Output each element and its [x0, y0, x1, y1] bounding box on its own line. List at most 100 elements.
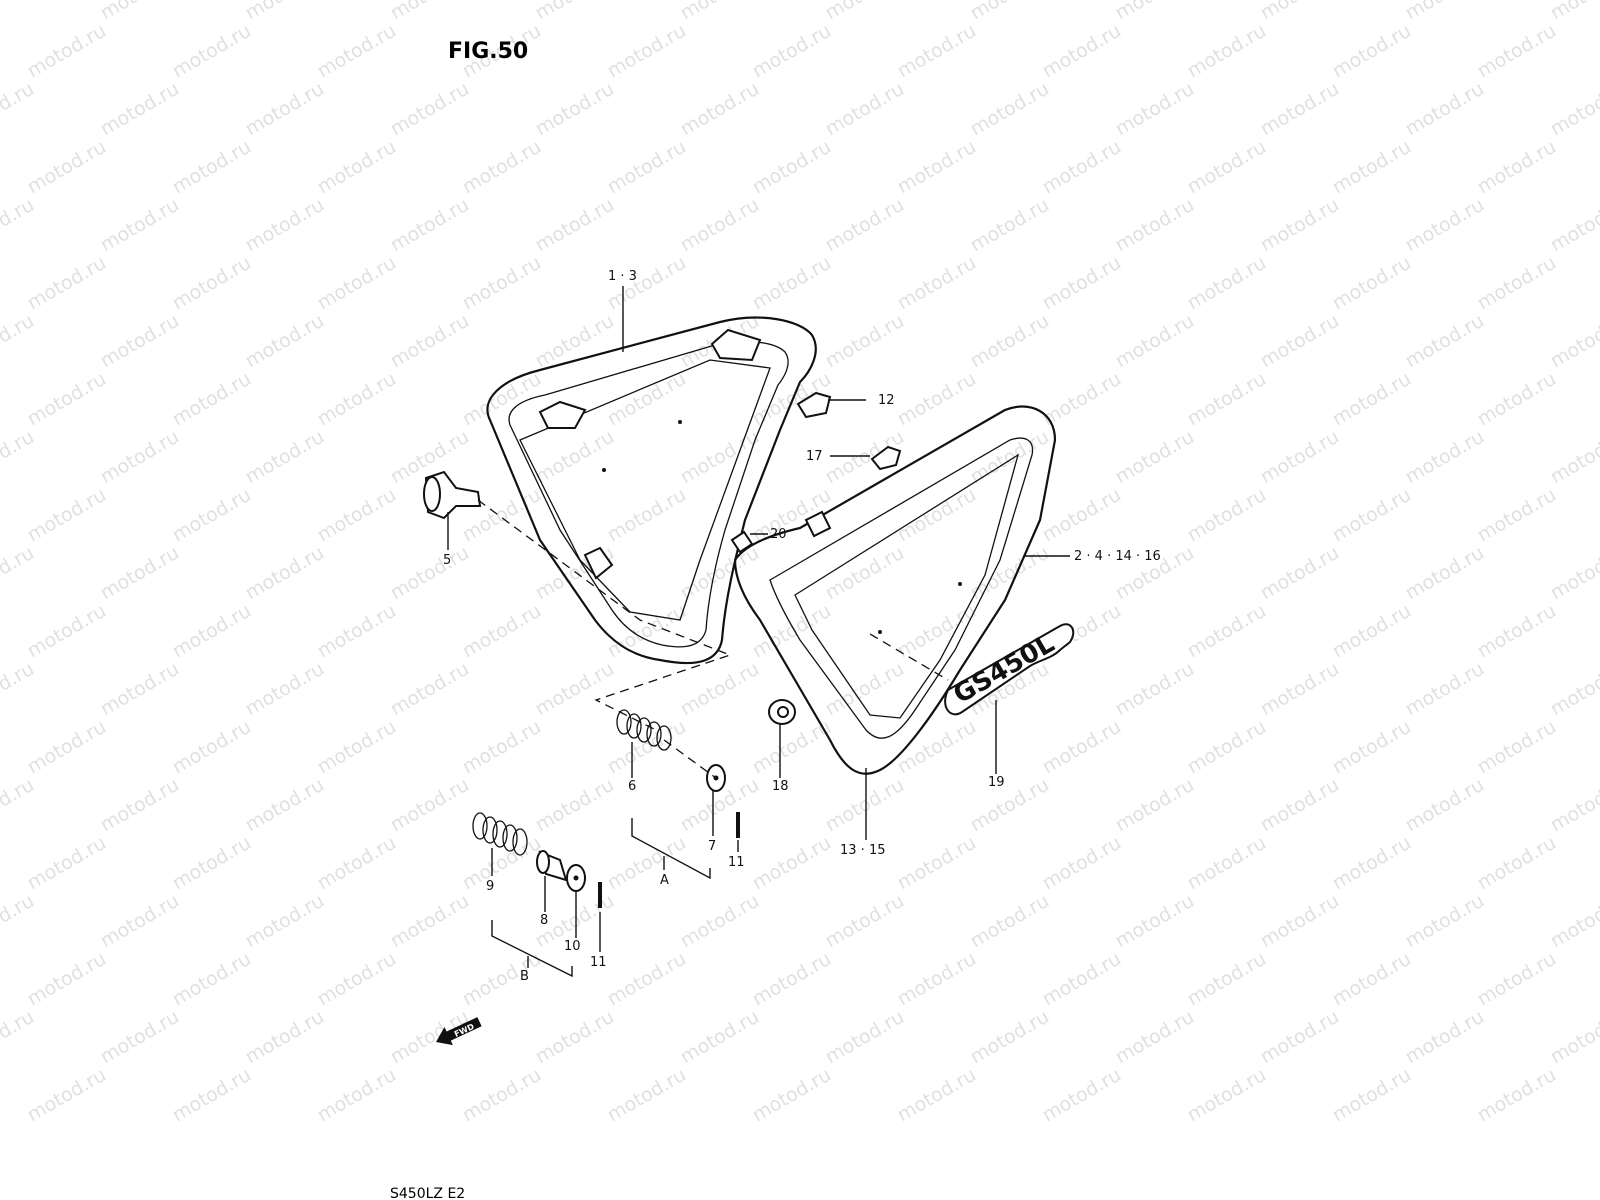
watermark-text: motod.ru	[242, 890, 328, 953]
watermark-text: motod.ru	[1112, 194, 1198, 257]
callout-17: 17	[806, 449, 823, 464]
callout-11-lower: 11	[590, 955, 607, 970]
watermark-text: motod.ru	[1474, 716, 1560, 779]
watermark-text: motod.ru	[24, 136, 110, 199]
watermark-text: motod.ru	[894, 368, 980, 431]
watermark-text: motod.ru	[604, 600, 690, 663]
cushion-17	[870, 445, 902, 471]
watermark-text: motod.ru	[242, 774, 328, 837]
watermark-text: motod.ru	[24, 948, 110, 1011]
watermark-text: motod.ru	[314, 832, 400, 895]
watermark-text: motod.ru	[1474, 484, 1560, 547]
watermark-text: motod.ru	[242, 0, 328, 24]
watermark-text: motod.ru	[169, 1064, 255, 1127]
watermark-text: motod.ru	[1112, 890, 1198, 953]
watermark-text: motod.ru	[24, 252, 110, 315]
assembly-line-6	[663, 739, 717, 779]
watermark-text: motod.ru	[24, 484, 110, 547]
watermark-text: motod.ru	[97, 1006, 183, 1069]
watermark-text: motod.ru	[677, 0, 763, 24]
watermark-text: motod.ru	[1257, 310, 1343, 373]
watermark-text: motod.ru	[1039, 948, 1125, 1011]
watermark-text: motod.ru	[894, 948, 980, 1011]
watermark-text: motod.ru	[894, 20, 980, 83]
spring-9	[472, 812, 528, 856]
callout-19: 19	[988, 775, 1005, 790]
watermark-text: motod.ru	[97, 774, 183, 837]
watermark-text: motod.ru	[24, 368, 110, 431]
watermark-text: motod.ru	[1184, 136, 1270, 199]
watermark-text: motod.ru	[1329, 368, 1415, 431]
watermark-text: motod.ru	[169, 716, 255, 779]
watermark-text: motod.ru	[1112, 774, 1198, 837]
callout-1-3: 1 · 3	[608, 269, 637, 284]
watermark-text: motod.ru	[822, 1006, 908, 1069]
watermark-text: motod.ru	[169, 484, 255, 547]
watermark-text: motod.ru	[169, 252, 255, 315]
watermark-text: motod.ru	[1474, 948, 1560, 1011]
watermark-text: motod.ru	[97, 78, 183, 141]
watermark-text: motod.ru	[242, 194, 328, 257]
watermark-text: motod.ru	[677, 1006, 763, 1069]
watermark-text: motod.ru	[894, 832, 980, 895]
watermark-text: motod.ru	[1474, 600, 1560, 663]
cushion-12	[796, 391, 832, 419]
watermark-text: motod.ru	[387, 0, 473, 24]
watermark-text: motod.ru	[1474, 832, 1560, 895]
watermark-text: motod.ru	[1329, 832, 1415, 895]
watermark-text: motod.ru	[967, 1006, 1053, 1069]
watermark-text: motod.ru	[532, 1006, 618, 1069]
watermark-text: motod.ru	[1039, 832, 1125, 895]
watermark-text: motod.ru	[242, 426, 328, 489]
watermark-text: motod.ru	[97, 890, 183, 953]
watermark-text: motod.ru	[0, 426, 38, 489]
watermark-text: motod.ru	[1329, 484, 1415, 547]
watermark-text: motod.ru	[822, 310, 908, 373]
watermark-text: motod.ru	[532, 310, 618, 373]
watermark-text: motod.ru	[604, 136, 690, 199]
watermark-text: motod.ru	[1402, 774, 1488, 837]
watermark-text: motod.ru	[1474, 136, 1560, 199]
watermark-text: motod.ru	[677, 194, 763, 257]
watermark-text: motod.ru	[1257, 542, 1343, 605]
watermark-text: motod.ru	[0, 310, 38, 373]
watermark-text: motod.ru	[967, 78, 1053, 141]
watermark-text: motod.ru	[1402, 194, 1488, 257]
watermark-text: motod.ru	[1402, 658, 1488, 721]
spring-6	[616, 709, 672, 751]
watermark-text: motod.ru	[0, 0, 38, 24]
watermark-text: motod.ru	[604, 1064, 690, 1127]
callout-6: 6	[628, 779, 636, 794]
callout-13-15: 13 · 15	[840, 843, 885, 858]
assembly-line-19	[869, 633, 949, 681]
watermark-text: motod.ru	[1402, 426, 1488, 489]
callout-8: 8	[540, 913, 548, 928]
watermark-text: motod.ru	[532, 78, 618, 141]
watermark-text: motod.ru	[97, 0, 183, 24]
watermark-text: motod.ru	[24, 716, 110, 779]
pin-11-upper	[736, 812, 740, 838]
watermark-text: motod.ru	[169, 136, 255, 199]
leader-lines	[447, 286, 1070, 978]
watermark-text: motod.ru	[1402, 890, 1488, 953]
watermark-text: motod.ru	[24, 600, 110, 663]
watermark-text: motod.ru	[894, 136, 980, 199]
watermark-text: motod.ru	[1547, 194, 1600, 257]
watermark-text: motod.ru	[0, 890, 38, 953]
watermark-text: motod.ru	[1112, 426, 1198, 489]
watermark-text: motod.ru	[1329, 716, 1415, 779]
watermark-text: motod.ru	[1184, 948, 1270, 1011]
callout-a: A	[660, 873, 669, 888]
watermark-text: motod.ru	[967, 774, 1053, 837]
watermark-text: motod.ru	[1039, 20, 1125, 83]
watermark-text: motod.ru	[0, 1006, 38, 1069]
watermark-text: motod.ru	[97, 310, 183, 373]
watermark-text: motod.ru	[532, 0, 618, 24]
watermark-text: motod.ru	[459, 600, 545, 663]
watermark-text: motod.ru	[387, 78, 473, 141]
callout-labels: 1 · 3 12 17 20 2 · 4 · 14 · 16 5 6 7 11 …	[443, 269, 1161, 984]
watermark-text: motod.ru	[1184, 1064, 1270, 1127]
watermark-text: motod.ru	[1257, 890, 1343, 953]
watermark-text: motod.ru	[387, 310, 473, 373]
left-side-cover	[486, 316, 817, 665]
